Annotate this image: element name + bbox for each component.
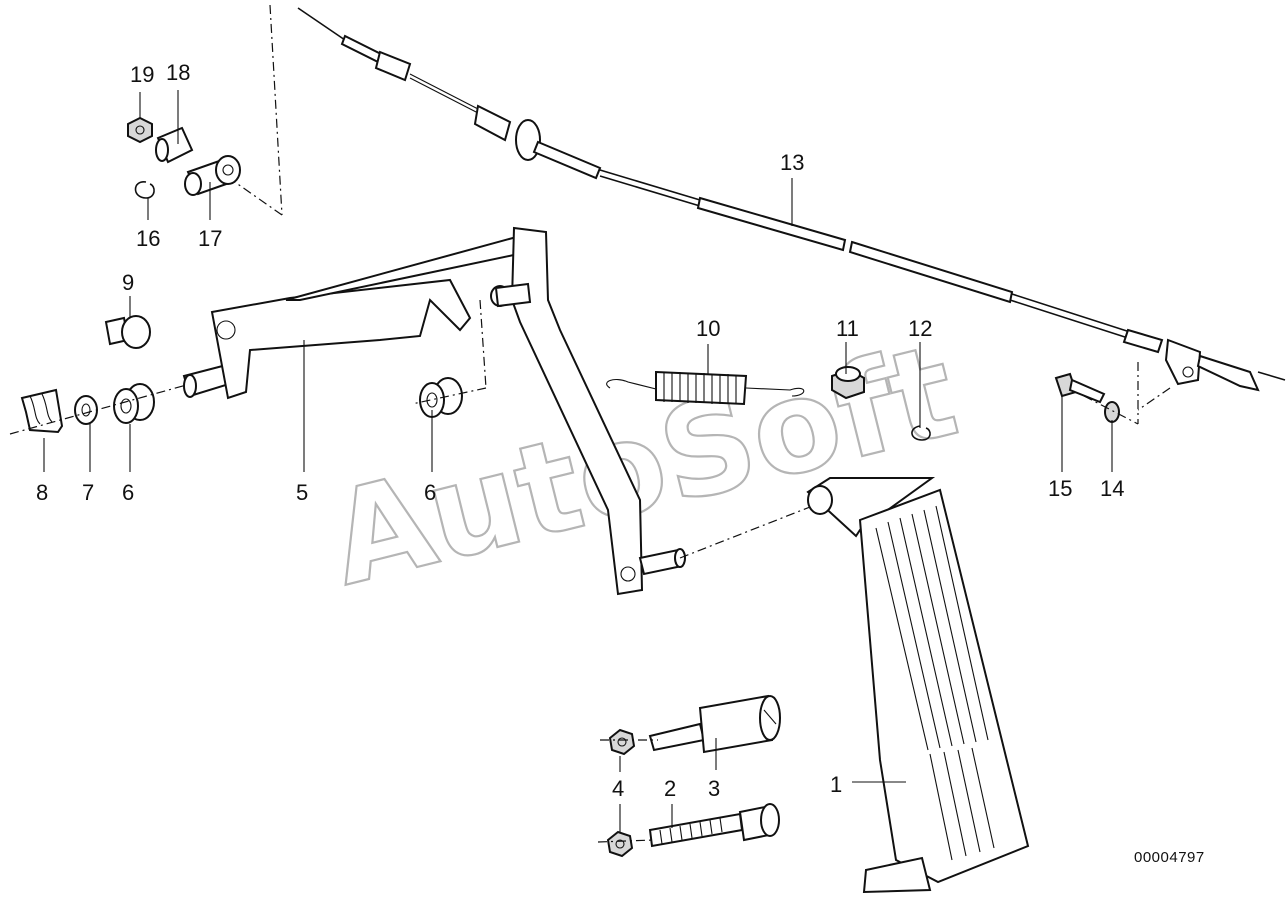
callout-19: 19 <box>130 62 154 87</box>
washer-14 <box>1104 401 1120 423</box>
pin-17 <box>184 155 241 196</box>
bushing-6-left <box>113 383 155 424</box>
assembly-line <box>269 4 283 216</box>
callout-8: 8 <box>36 480 48 505</box>
nut-11 <box>831 366 865 400</box>
screw-9 <box>104 315 151 349</box>
clip-8 <box>20 388 64 434</box>
callout-15: 15 <box>1048 476 1072 501</box>
adjusting-screw-2 <box>648 803 780 848</box>
nut-19 <box>127 116 153 144</box>
washer-7 <box>74 395 98 425</box>
callout-2: 2 <box>664 776 676 801</box>
assembly-line <box>231 179 283 216</box>
diagram-reference-number: 00004797 <box>1134 849 1205 866</box>
nut-4-lower <box>606 830 634 858</box>
callout-12: 12 <box>908 316 932 341</box>
callout-6-middle: 6 <box>424 480 436 505</box>
accelerator-pedal-1 <box>806 477 1030 894</box>
lever-5 <box>182 234 530 400</box>
clip-16 <box>134 181 155 199</box>
callout-6-left: 6 <box>122 480 134 505</box>
callout-13: 13 <box>780 150 804 175</box>
bolt-15 <box>1054 372 1106 404</box>
callout-1: 1 <box>830 772 842 797</box>
callout-14: 14 <box>1100 476 1124 501</box>
pedal-stop-3 <box>648 694 781 754</box>
callout-11: 11 <box>836 316 859 341</box>
assembly-line <box>411 387 487 405</box>
bushing-18 <box>155 126 194 164</box>
assembly-line <box>597 839 655 843</box>
callout-18: 18 <box>166 60 190 85</box>
leader-lines <box>43 90 1113 832</box>
callout-17: 17 <box>198 226 222 251</box>
callout-4: 4 <box>612 776 624 801</box>
pedal-arm <box>490 226 686 596</box>
callout-7: 7 <box>82 480 94 505</box>
assembly-line <box>479 299 487 389</box>
callout-5: 5 <box>296 480 308 505</box>
callout-10: 10 <box>696 316 720 341</box>
clip-12 <box>911 425 931 441</box>
callout-3: 3 <box>708 776 720 801</box>
throttle-cable <box>297 7 1286 411</box>
callout-9: 9 <box>122 270 134 295</box>
assembly-line <box>9 383 191 435</box>
callout-16: 16 <box>136 226 160 251</box>
spring-10 <box>606 370 805 406</box>
nut-4-upper <box>608 728 636 756</box>
